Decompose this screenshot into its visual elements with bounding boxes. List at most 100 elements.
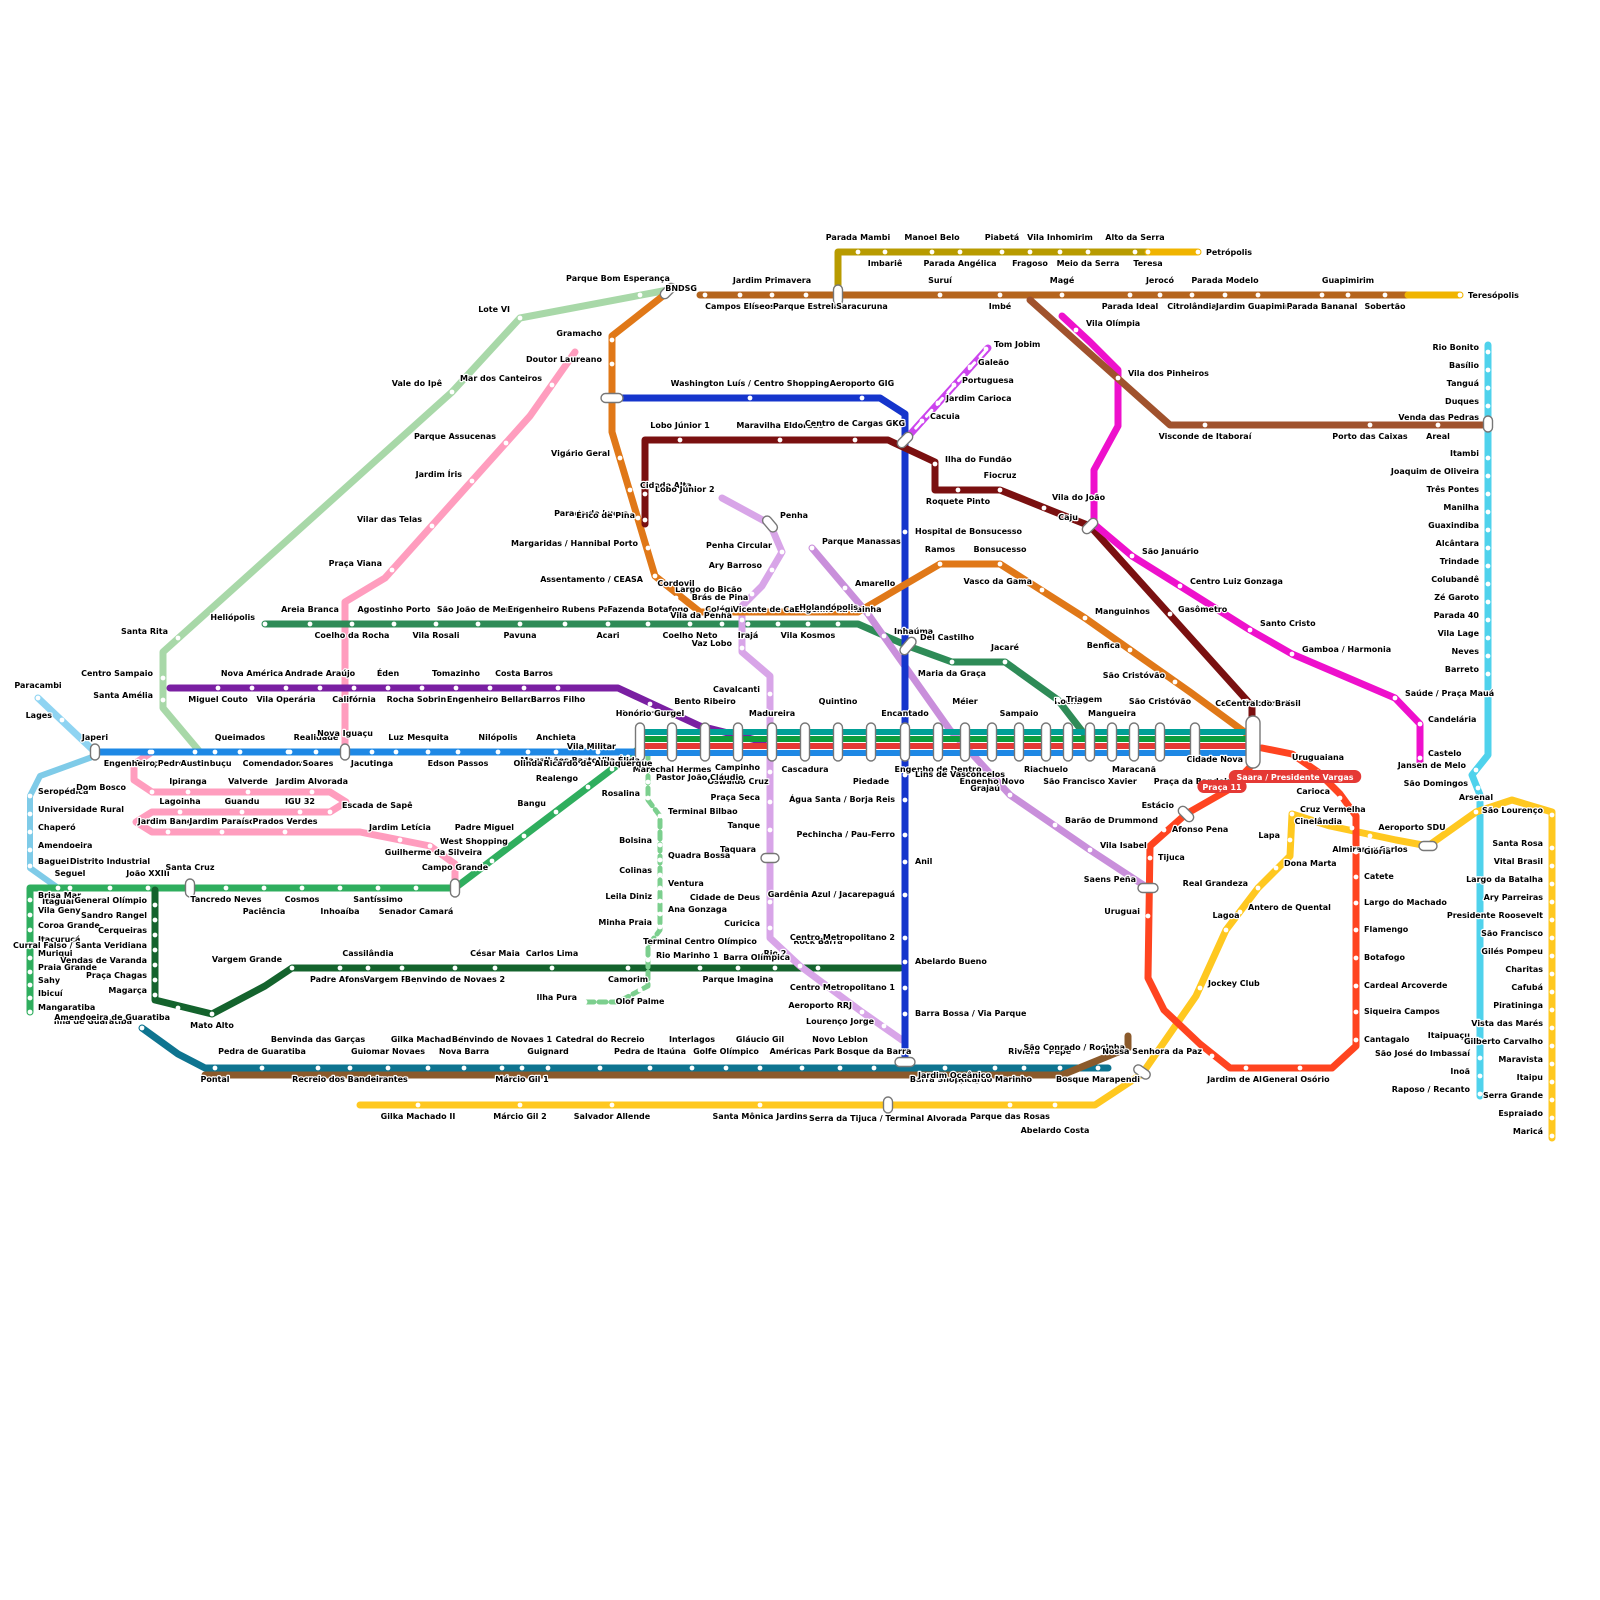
- station-dot: [652, 573, 658, 579]
- station-dot: [427, 843, 433, 849]
- station-label: São Domingos: [1404, 779, 1469, 788]
- station-dot: [1039, 587, 1045, 593]
- station-dot: [1485, 635, 1491, 641]
- station-dot: [885, 1102, 891, 1108]
- station-label: Realidade: [294, 733, 339, 742]
- station-label: Riviera: [1008, 1047, 1040, 1056]
- station-dot: [492, 965, 498, 971]
- station-dot: [399, 965, 405, 971]
- station-label: Piedade: [853, 777, 890, 786]
- station-dot: [1167, 611, 1173, 617]
- station-dot: [1485, 455, 1491, 461]
- station-label: Antero de Quental: [1248, 903, 1331, 912]
- station-label: Parque Bom Esperança: [566, 274, 670, 283]
- station-dot: [1139, 1071, 1145, 1077]
- station-label: Parada Modelo: [1191, 276, 1259, 285]
- station-label: Coelho Neto: [663, 631, 718, 640]
- line-sky-paracambi: [34, 694, 99, 756]
- station-dot: [1132, 249, 1138, 255]
- station-dot: [1349, 825, 1355, 831]
- station-dot: [152, 902, 158, 908]
- station-dot: [769, 292, 775, 298]
- station-dot: [1202, 422, 1208, 428]
- station-dot: [1145, 885, 1151, 891]
- station-dot: [489, 858, 495, 864]
- station-label: Siqueira Campos: [1364, 1007, 1440, 1016]
- station-label: Márcio Gil 1: [495, 1075, 549, 1084]
- station-dot: [27, 863, 33, 869]
- station-dot: [1353, 955, 1359, 961]
- station-dot: [1485, 473, 1491, 479]
- station-dot: [27, 969, 33, 975]
- station-label: Pastor João Cláudio: [656, 773, 744, 782]
- station-label: Arsenal: [1459, 793, 1493, 802]
- station-label: Marapicu: [131, 759, 173, 768]
- station-label: Realengo: [536, 774, 579, 783]
- station-dot: [657, 813, 663, 819]
- station-label: Ilha Pura: [537, 993, 578, 1002]
- station-dot: [919, 418, 925, 424]
- station-label: Japeri: [81, 733, 108, 742]
- station-label: Petrópolis: [1206, 247, 1252, 257]
- station-dot: [745, 621, 751, 627]
- station-label: Tom Jobim: [994, 340, 1040, 349]
- station-dot: [317, 685, 323, 691]
- station-label: Barreto: [1445, 665, 1480, 674]
- station-label: Lourenço Jorge: [806, 1017, 875, 1026]
- station-dot: [642, 491, 648, 497]
- station-dot: [27, 793, 33, 799]
- station-label: Parada Ideal: [1102, 302, 1159, 311]
- line-green-santacruz: [26, 744, 644, 1016]
- line-brown-itaborai: [1026, 296, 1492, 429]
- station-dot: [657, 842, 663, 848]
- station-dot: [223, 885, 229, 891]
- station-dot: [177, 809, 183, 815]
- station-dot: [739, 645, 745, 651]
- station-label: Bagueira: [38, 857, 78, 866]
- station-label: Tanque: [728, 821, 761, 830]
- station-label: Cascadura: [782, 765, 829, 774]
- station-dot: [1549, 1007, 1555, 1013]
- station-label: Santa Mônica Jardins: [713, 1111, 808, 1121]
- station-dot: [237, 749, 243, 755]
- line-pink-baixada: [130, 348, 579, 892]
- station-label: Barra Olímpica: [723, 953, 790, 962]
- station-dot: [342, 749, 348, 755]
- station-label: Leila Diniz: [605, 892, 652, 901]
- trunk-station-bar: [865, 722, 877, 762]
- station-dot: [803, 292, 809, 298]
- station-label: Marechal Hermes: [633, 765, 712, 774]
- station-label: Holandópolis: [799, 602, 858, 612]
- station-label: Dona Marta: [1284, 859, 1337, 868]
- station-label: Jardim Alvorada: [275, 777, 348, 786]
- station-label: Itaguaí: [42, 897, 75, 906]
- station-label: Candelária: [1428, 715, 1476, 724]
- station-dot: [521, 833, 527, 839]
- line-galeao-stripe: [903, 346, 990, 442]
- station-label: Terminal Centro Olímpico: [643, 937, 757, 946]
- station-label: Márcio Gil 2: [493, 1112, 546, 1121]
- station-badge: [1228, 770, 1362, 783]
- station-label: Vargem Grande: [212, 955, 283, 964]
- station-dot: [562, 621, 568, 627]
- station-dot: [1473, 767, 1479, 773]
- station-dot: [1485, 527, 1491, 533]
- station-label: Olinda: [513, 759, 542, 768]
- station-dot: [937, 561, 943, 567]
- station-dot: [1549, 1133, 1555, 1139]
- station-label: Del Castilho: [920, 633, 975, 642]
- station-dot: [645, 779, 651, 785]
- station-dot: [27, 955, 33, 961]
- station-label: Gilka Machado 1: [391, 1035, 466, 1044]
- station-dot: [425, 1065, 431, 1071]
- station-dot: [717, 609, 723, 615]
- station-dot: [777, 437, 783, 443]
- station-dot: [1243, 1065, 1249, 1071]
- station-dot: [1549, 1115, 1555, 1121]
- station-label: São Januário: [1142, 547, 1199, 556]
- station-label: Recreio dos Bandeirantes: [292, 1075, 408, 1084]
- station-label: Ary Parreiras: [1484, 893, 1544, 902]
